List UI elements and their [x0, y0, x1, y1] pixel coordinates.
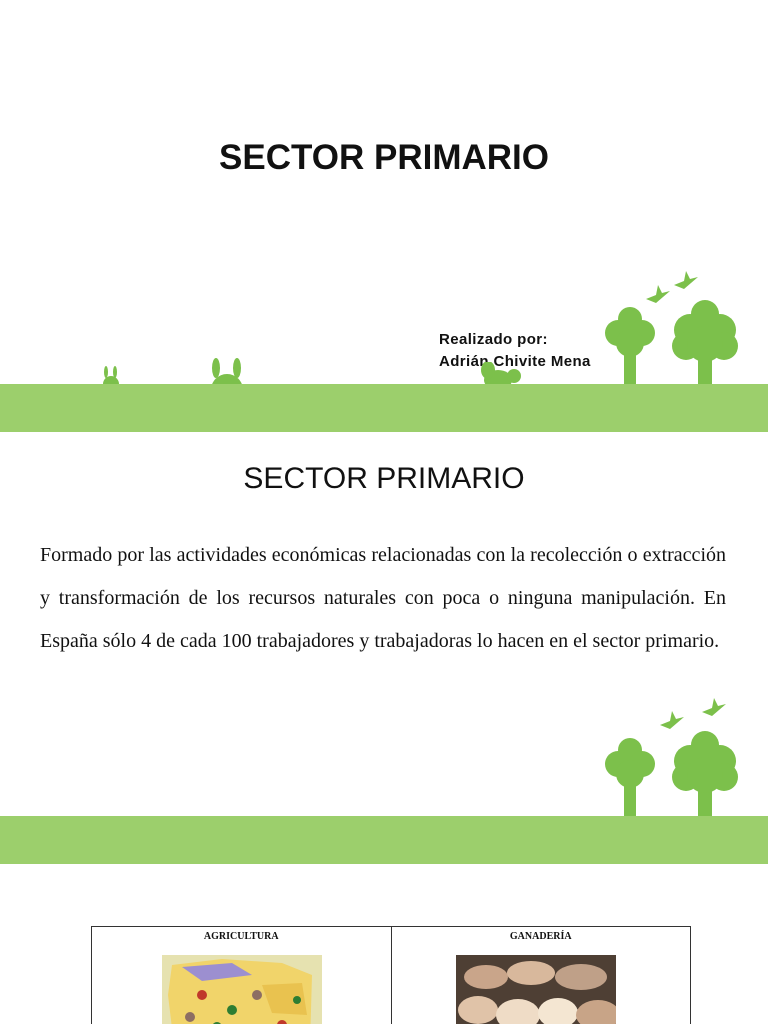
- title-slide: SECTOR PRIMARIO Realizado por: Adrián Ch…: [0, 0, 768, 432]
- table-cell-agricultura: AGRICULTURA: [92, 927, 391, 1024]
- tree-icon: [602, 738, 658, 816]
- content-slide: SECTOR PRIMARIO Formado por las activida…: [0, 432, 768, 864]
- table-cell-ganaderia: GANADERÍA: [390, 927, 691, 1024]
- bird-icon: [644, 285, 672, 309]
- bird-icon: [700, 698, 728, 722]
- author-name: Adrián Chivite Mena: [439, 353, 591, 370]
- author-label: Realizado por:: [439, 331, 548, 348]
- table-slide: AGRICULTURA GANADERÍA: [0, 864, 768, 1024]
- author-block: Realizado por: Adrián Chivite Mena: [439, 329, 591, 373]
- tree-icon: [670, 300, 740, 385]
- bird-icon: [672, 271, 700, 295]
- tree-icon: [602, 307, 658, 385]
- slide-title: SECTOR PRIMARIO: [219, 138, 549, 177]
- pigs-farm-image: [455, 955, 616, 1024]
- sector-table: AGRICULTURA GANADERÍA: [91, 926, 691, 1024]
- bird-icon: [658, 711, 686, 735]
- tree-icon: [670, 731, 740, 816]
- table-header: GANADERÍA: [509, 931, 572, 942]
- ground-strip: [0, 816, 768, 864]
- slide-body-text: Formado por las actividades económicas r…: [40, 544, 726, 652]
- slide-title: SECTOR PRIMARIO: [243, 462, 525, 495]
- ground-strip: [0, 384, 768, 432]
- table-header: AGRICULTURA: [203, 931, 279, 942]
- spain-agriculture-map-image: [162, 955, 322, 1024]
